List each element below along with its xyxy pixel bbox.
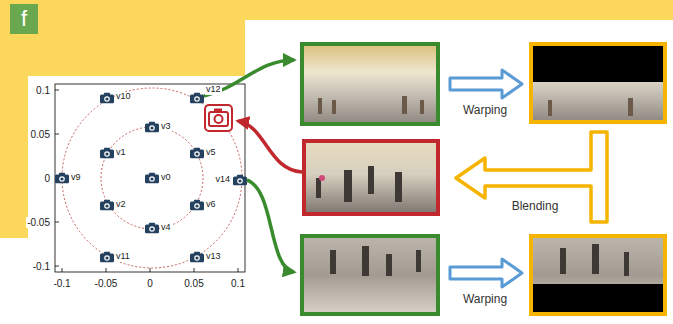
camera-label: v12 <box>205 85 222 95</box>
axis-tick: -0.1 <box>52 278 71 289</box>
camera-label: v3 <box>160 122 172 132</box>
camera-label: v6 <box>205 200 217 210</box>
panel-letter-box: f <box>10 4 38 34</box>
camera-label: v13 <box>205 252 222 262</box>
axis-tick: -0.05 <box>26 217 51 228</box>
camera-label: v9 <box>70 173 82 183</box>
camera-label: v2 <box>115 200 127 210</box>
axis-tick: 0.05 <box>183 278 204 289</box>
step-label: Warping <box>461 104 509 117</box>
axis-tick: 0 <box>146 278 154 289</box>
camera-label: v1 <box>115 148 127 158</box>
axis-tick: 0.1 <box>230 278 246 289</box>
camera-label: v10 <box>115 92 132 102</box>
axis-tick: 0.05 <box>30 129 51 140</box>
camera-label: v14 <box>214 175 231 185</box>
axis-tick: 0.1 <box>35 85 51 96</box>
camera-label: v5 <box>205 148 217 158</box>
camera-label: v4 <box>160 223 172 233</box>
camera-label: v0 <box>160 173 172 183</box>
axis-tick: 0 <box>43 173 51 184</box>
step-label: Warping <box>461 293 509 306</box>
camera-label: v11 <box>115 252 131 262</box>
panel-letter: f <box>21 6 27 32</box>
step-label: Blending <box>510 200 561 213</box>
axis-tick: -0.05 <box>94 278 119 289</box>
axis-tick: -0.1 <box>32 261 51 272</box>
